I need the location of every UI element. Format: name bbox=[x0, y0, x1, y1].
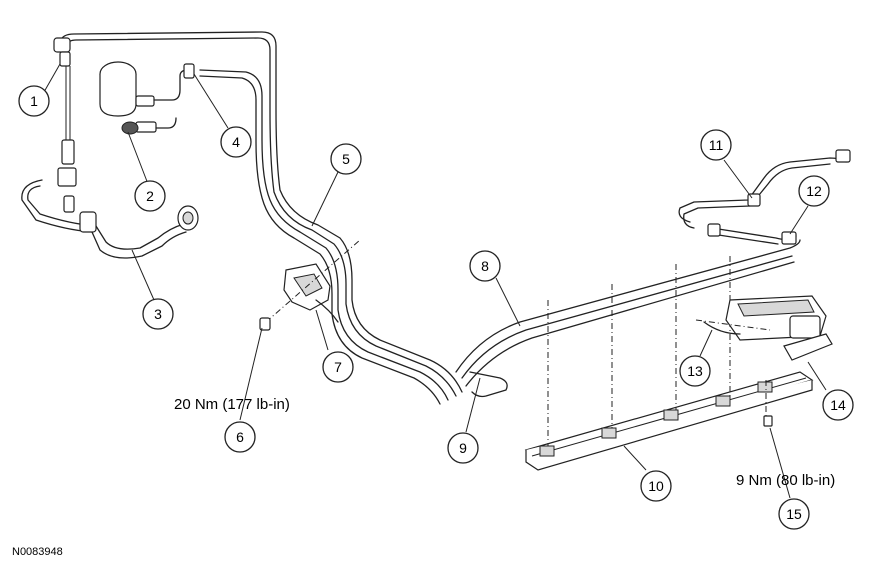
callout-2: 2 bbox=[134, 180, 166, 212]
leader-lines bbox=[43, 63, 827, 499]
svg-text:13: 13 bbox=[687, 363, 703, 379]
bracket-item-7 bbox=[259, 239, 361, 331]
svg-text:9: 9 bbox=[459, 440, 467, 456]
callout-8: 8 bbox=[469, 250, 501, 282]
purge-valve-item-2 bbox=[99, 61, 195, 135]
callout-13: 13 bbox=[679, 355, 711, 387]
callout-7: 7 bbox=[322, 351, 354, 383]
svg-text:8: 8 bbox=[481, 258, 489, 274]
callout-6: 6 bbox=[224, 421, 256, 453]
connector-item-1 bbox=[53, 37, 77, 187]
svg-text:4: 4 bbox=[232, 134, 240, 150]
svg-text:10: 10 bbox=[648, 478, 664, 494]
callout-15: 15 bbox=[778, 498, 810, 530]
svg-text:15: 15 bbox=[786, 506, 802, 522]
svg-text:5: 5 bbox=[342, 151, 350, 167]
callout-14: 14 bbox=[822, 389, 854, 421]
svg-text:1: 1 bbox=[30, 93, 38, 109]
callout-5: 5 bbox=[330, 143, 362, 175]
torque-spec-item-6: 20 Nm (177 lb-in) bbox=[174, 396, 290, 413]
svg-text:11: 11 bbox=[709, 137, 724, 153]
canister-item-14 bbox=[695, 295, 833, 427]
callout-12: 12 bbox=[798, 175, 830, 207]
figure-id: N0083948 bbox=[12, 546, 63, 558]
callout-3: 3 bbox=[142, 298, 174, 330]
vapor-hose-item-3 bbox=[21, 179, 199, 259]
callout-9: 9 bbox=[447, 432, 479, 464]
svg-text:14: 14 bbox=[830, 397, 846, 413]
callout-4: 4 bbox=[220, 126, 252, 158]
callout-1: 1 bbox=[18, 85, 50, 117]
svg-text:3: 3 bbox=[154, 306, 162, 322]
callout-10: 10 bbox=[640, 470, 672, 502]
svg-text:6: 6 bbox=[236, 429, 244, 445]
shield-item-10 bbox=[524, 256, 814, 471]
callout-11: 11 bbox=[700, 129, 732, 161]
svg-text:2: 2 bbox=[146, 188, 154, 204]
svg-text:7: 7 bbox=[334, 359, 342, 375]
svg-text:12: 12 bbox=[806, 183, 822, 199]
torque-spec-item-15: 9 Nm (80 lb-in) bbox=[736, 472, 836, 489]
vapor-tube-assembly bbox=[59, 31, 851, 405]
